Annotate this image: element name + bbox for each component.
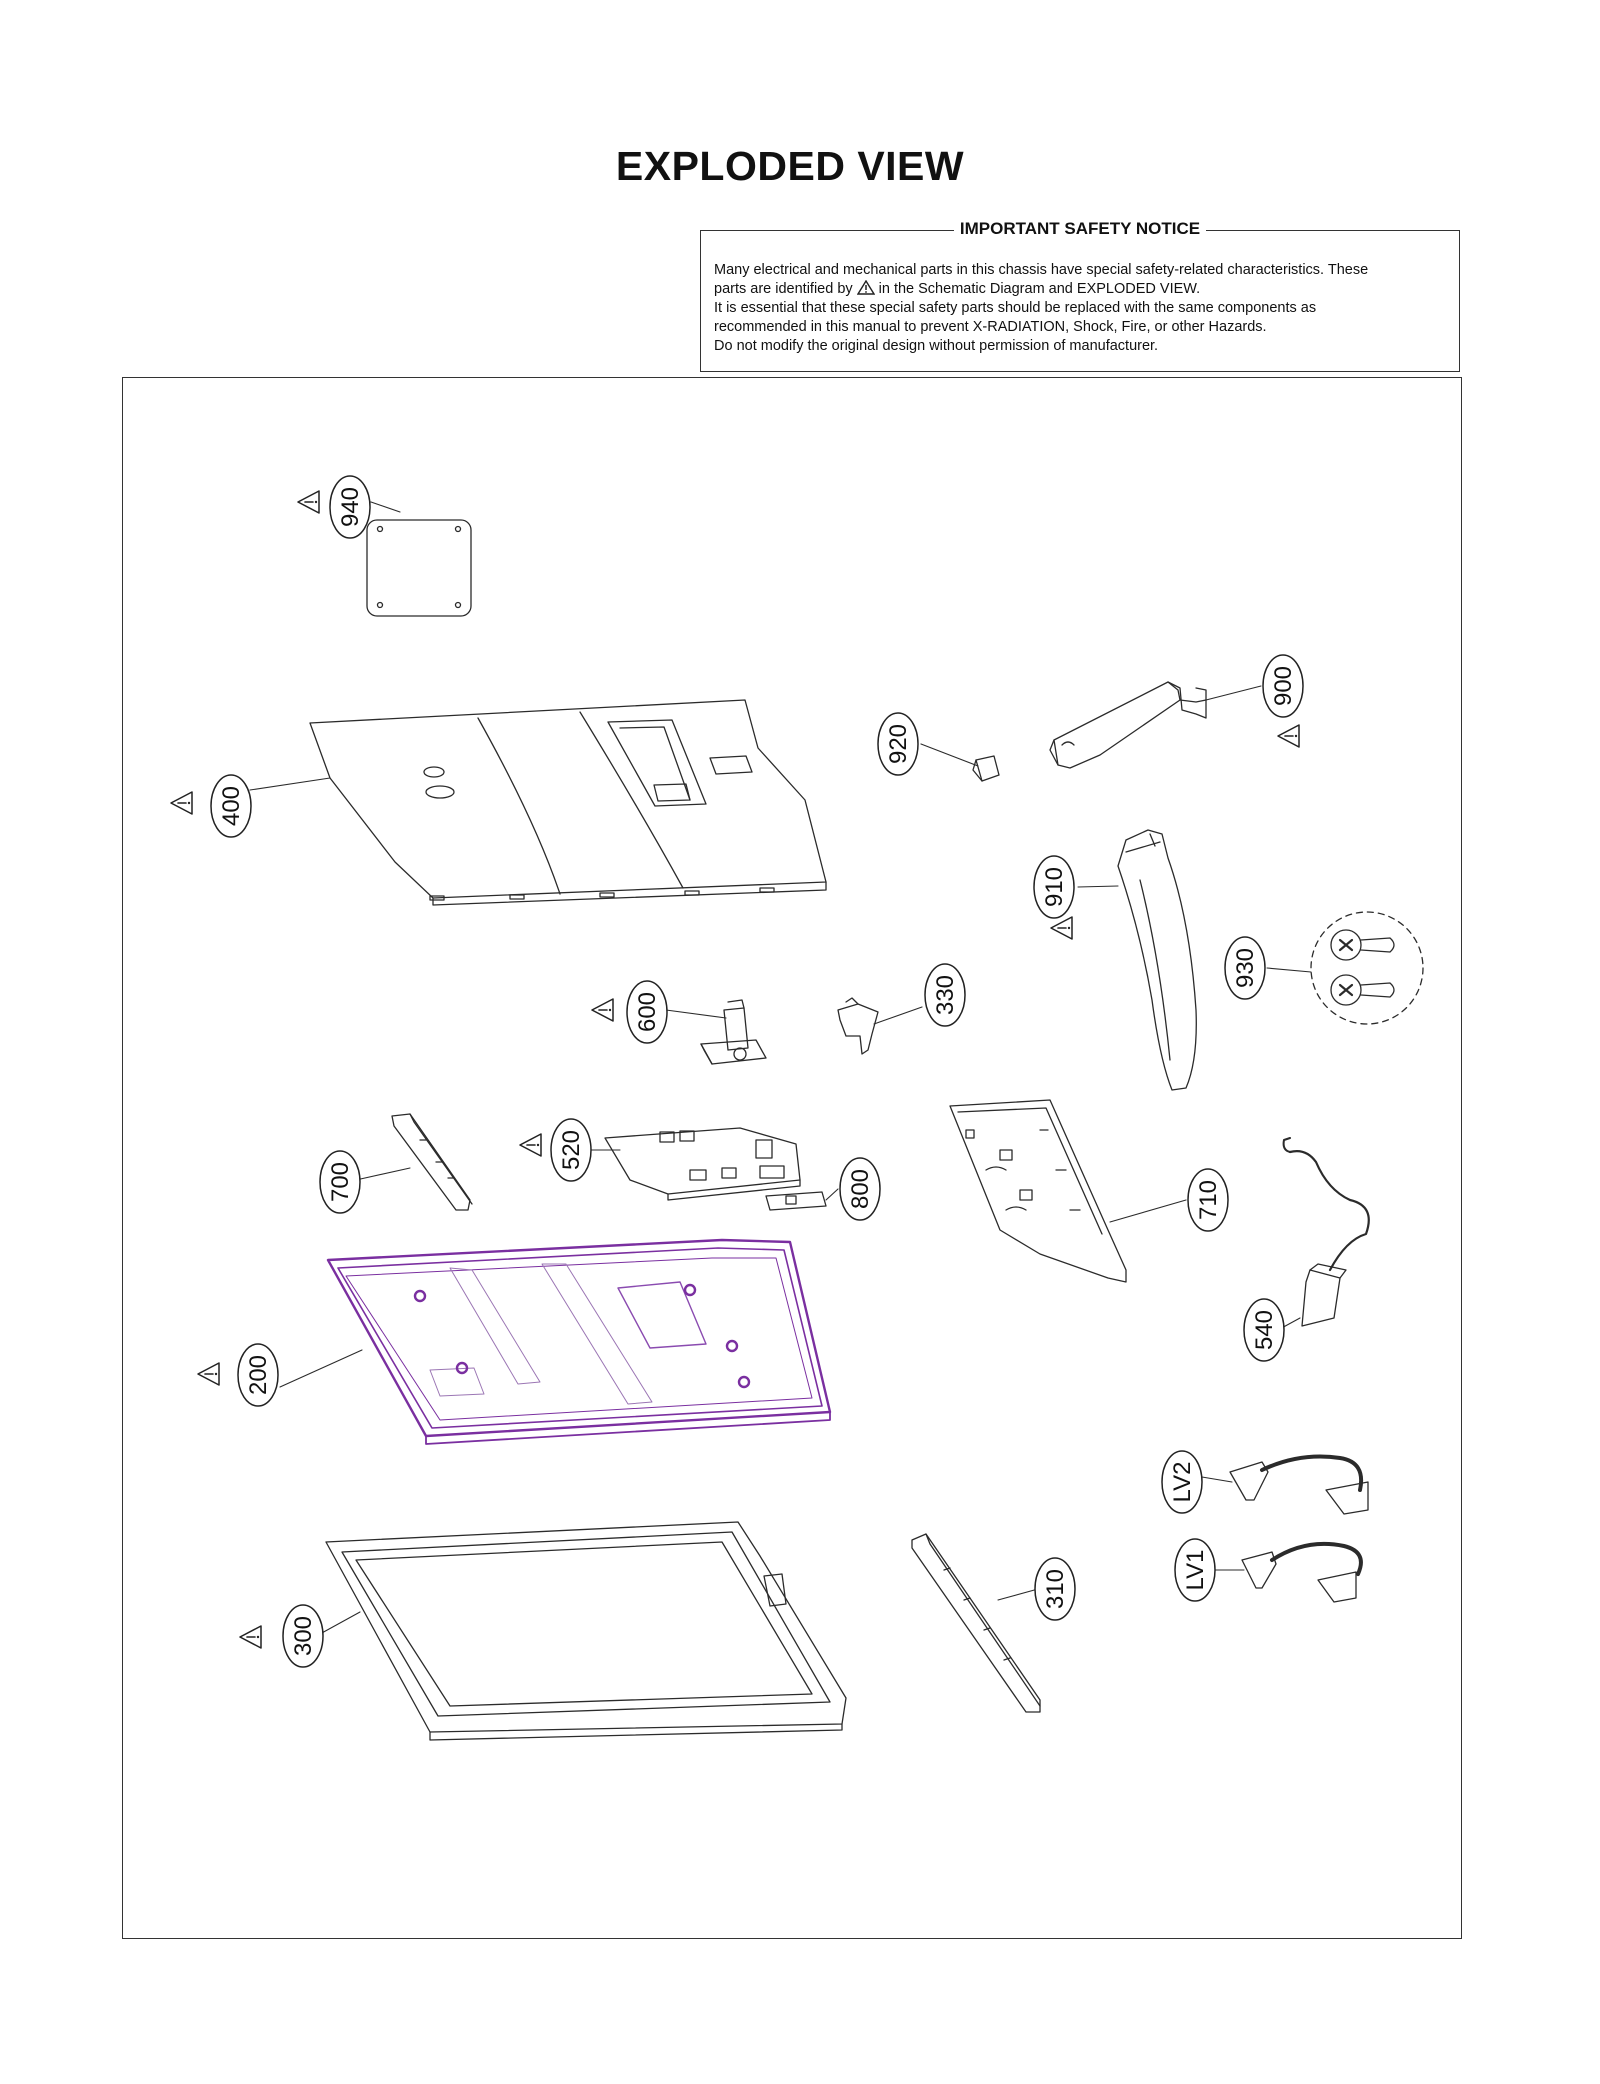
part-callouts: 940 400 920 900 910 930 600 330 520 700 800 710 540 2… — [170, 475, 1304, 1668]
part-940-plate-drawing — [366, 519, 472, 617]
part-LV1-cable-drawing — [1241, 1541, 1363, 1603]
callout-900: 900 — [1262, 654, 1304, 718]
safety-notice-body: Many electrical and mechanical parts in … — [714, 261, 1446, 356]
notice-line: It is essential that these special safet… — [714, 300, 1317, 316]
part-310-side-trim-drawing — [911, 1533, 1041, 1713]
part-710-power-board-drawing — [949, 1099, 1127, 1283]
part-number-label: 940 — [337, 487, 364, 527]
part-number-label: 310 — [1042, 1569, 1069, 1609]
warning-triangle-icon — [297, 490, 320, 514]
leader-lines — [249, 501, 1312, 1635]
callout-520: 520 — [550, 1118, 592, 1182]
part-number-label: 920 — [885, 724, 912, 764]
part-number-label: LV2 — [1169, 1462, 1196, 1503]
part-number-label: 700 — [327, 1162, 354, 1202]
callout-700: 700 — [319, 1150, 361, 1214]
part-540-adapter-drawing — [1282, 1137, 1370, 1327]
callout-oval — [924, 963, 966, 1027]
callout-oval — [1262, 654, 1304, 718]
part-number-label: 930 — [1232, 948, 1259, 988]
part-300-front-bezel-drawing — [325, 1521, 847, 1741]
callout-310: 310 — [1034, 1557, 1076, 1621]
part-LV2-cable-drawing — [1229, 1454, 1369, 1515]
callout-LV2: LV2 — [1161, 1450, 1203, 1514]
warning-triangle-icon — [170, 791, 193, 815]
part-number-label: 520 — [558, 1130, 585, 1170]
callout-oval — [282, 1604, 324, 1668]
callout-oval — [1243, 1298, 1285, 1362]
callout-540: 540 — [1243, 1298, 1285, 1362]
notice-line: recommended in this manual to prevent X-… — [714, 319, 1267, 335]
part-number-label: 200 — [245, 1355, 272, 1395]
callout-oval — [237, 1343, 279, 1407]
part-number-label: 800 — [847, 1169, 874, 1209]
part-number-label: 910 — [1041, 867, 1068, 907]
part-number-label: 400 — [218, 786, 245, 826]
part-400-back-cover-drawing — [309, 699, 827, 906]
callout-oval — [550, 1118, 592, 1182]
warning-triangle-icon — [591, 998, 614, 1022]
callout-800: 800 — [839, 1157, 881, 1221]
part-900-stand-base-drawing — [1049, 681, 1207, 769]
notice-line: Do not modify the original design withou… — [714, 338, 1159, 354]
part-number-label: LV1 — [1182, 1550, 1209, 1591]
callout-LV1: LV1 — [1174, 1538, 1216, 1602]
part-930-screws-drawing — [1310, 911, 1424, 1025]
callout-330: 330 — [924, 963, 966, 1027]
callout-oval — [1187, 1168, 1229, 1232]
callout-oval — [1033, 855, 1075, 919]
callout-400: 400 — [210, 774, 252, 838]
callout-300: 300 — [282, 1604, 324, 1668]
callout-oval — [1224, 936, 1266, 1000]
part-600-bracket-drawing — [700, 999, 767, 1065]
part-number-label: 330 — [932, 975, 959, 1015]
exploded-diagram-frame — [122, 377, 1462, 1939]
warning-triangle-icon — [519, 1133, 542, 1157]
page-title: EXPLODED VIEW — [615, 143, 965, 189]
part-800-small-board-drawing — [765, 1191, 827, 1211]
part-910-stand-neck-drawing — [1117, 829, 1197, 1091]
part-330-clip-drawing — [837, 997, 879, 1055]
warning-triangle-icon — [1277, 724, 1300, 748]
callout-oval — [1161, 1450, 1203, 1514]
notice-line: Many electrical and mechanical parts in … — [714, 262, 1369, 278]
callout-710: 710 — [1187, 1168, 1229, 1232]
callout-oval — [839, 1157, 881, 1221]
callout-600: 600 — [626, 980, 668, 1044]
callout-oval — [210, 774, 252, 838]
part-number-label: 540 — [1251, 1310, 1278, 1350]
callout-940: 940 — [329, 475, 371, 539]
warning-triangle-icon — [239, 1625, 262, 1649]
callout-oval — [1034, 1557, 1076, 1621]
warning-triangle-icon — [197, 1362, 220, 1386]
callout-920: 920 — [877, 712, 919, 776]
safety-notice-heading: IMPORTANT SAFETY NOTICE — [953, 219, 1207, 238]
callout-oval — [626, 980, 668, 1044]
callout-200: 200 — [237, 1343, 279, 1407]
callout-oval — [1174, 1538, 1216, 1602]
part-number-label: 300 — [290, 1616, 317, 1656]
warning-triangle-icon — [856, 280, 875, 295]
safety-notice-box: IMPORTANT SAFETY NOTICE Many electrical … — [700, 219, 1460, 372]
callout-oval — [329, 475, 371, 539]
callout-930: 930 — [1224, 936, 1266, 1000]
part-520-main-board-drawing — [604, 1127, 801, 1201]
callout-oval — [877, 712, 919, 776]
callout-oval — [319, 1150, 361, 1214]
warning-triangle-icon — [1050, 916, 1073, 940]
part-number-label: 900 — [1270, 666, 1297, 706]
part-200-mid-frame-drawing — [326, 1238, 832, 1445]
callout-910: 910 — [1033, 855, 1075, 919]
part-number-label: 600 — [634, 992, 661, 1032]
part-920-cap-drawing — [972, 755, 1000, 782]
part-number-label: 710 — [1195, 1180, 1222, 1220]
part-700-side-bracket-drawing — [391, 1113, 473, 1211]
